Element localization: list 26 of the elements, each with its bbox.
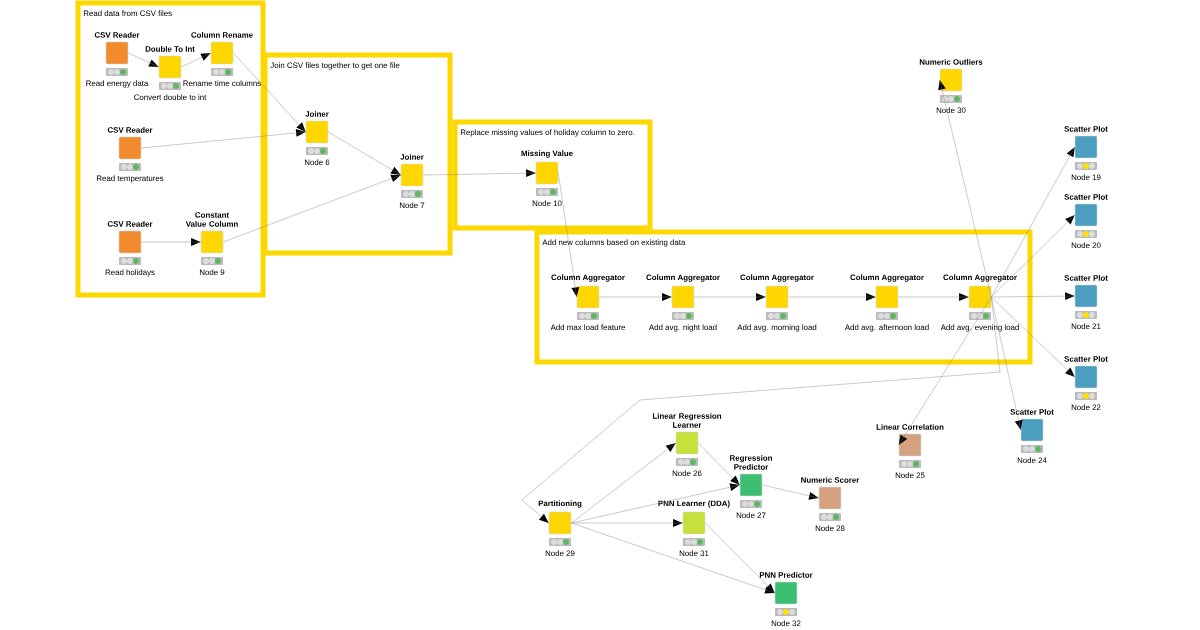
connector-arrow [898, 293, 969, 301]
connector-arrow [694, 293, 766, 301]
connector-arrow [705, 522, 775, 594]
connector-arrow [938, 79, 992, 298]
connector-arrow [991, 292, 1075, 300]
connector-arrow [991, 296, 1023, 431]
connector-arrow [698, 442, 740, 486]
connector-arrow [599, 293, 672, 301]
connector-arrow [141, 238, 201, 246]
connector-arrow [181, 52, 211, 68]
connector-arrow [328, 131, 401, 176]
connector-arrow [788, 293, 876, 301]
connector-arrow [128, 52, 159, 68]
connector-arrow [762, 484, 819, 500]
connector-arrow [558, 172, 580, 298]
connector-arrow [898, 296, 992, 446]
connector-arrow [141, 129, 306, 149]
connector-arrow [233, 52, 306, 133]
connector-arrow [423, 169, 536, 178]
connector-arrow [991, 146, 1075, 298]
connector-arrow [991, 214, 1075, 298]
connector-arrow [223, 174, 401, 243]
connector-arrow [571, 483, 740, 524]
connector-arrow [991, 296, 1075, 378]
connector-arrow [571, 522, 775, 594]
connector-arrow [571, 442, 676, 524]
